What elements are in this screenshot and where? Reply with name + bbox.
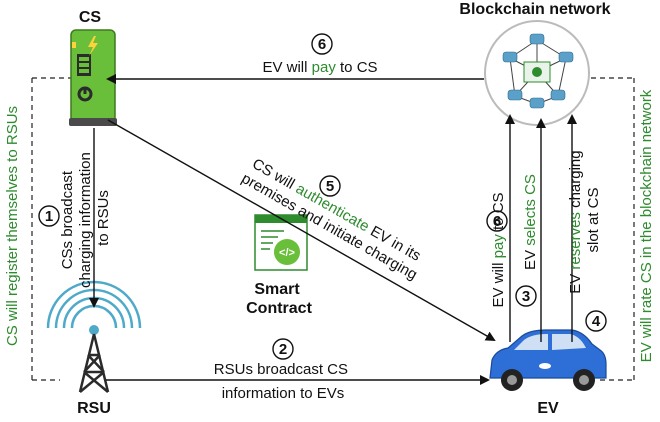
step-3-label: EV selects CS bbox=[522, 174, 539, 270]
side-label-right: EV will rate CS in the blockchain networ… bbox=[638, 89, 655, 362]
charging-station-icon bbox=[69, 29, 117, 126]
step-5-badge: 5 bbox=[319, 175, 341, 197]
step-2-label: RSUs broadcast CS information to EVs bbox=[214, 361, 352, 402]
ev-title: EV bbox=[537, 400, 559, 417]
svg-text:2: 2 bbox=[279, 341, 287, 358]
step-3-badge: 3 bbox=[515, 285, 537, 307]
step-6-side-label: EV will pay to CS bbox=[490, 192, 507, 307]
step-1-label: CSs broadcast charging information to RS… bbox=[59, 148, 112, 288]
svg-text:4: 4 bbox=[592, 313, 601, 330]
step-1-badge: 1 bbox=[38, 205, 60, 227]
cs-title: CS bbox=[79, 9, 102, 26]
svg-text:5: 5 bbox=[326, 178, 334, 195]
side-label-left: CS will register themselves to RSUs bbox=[4, 106, 21, 346]
svg-text:6: 6 bbox=[493, 213, 501, 230]
ev-car-icon bbox=[489, 329, 607, 391]
svg-text:1: 1 bbox=[45, 208, 53, 225]
svg-text:6: 6 bbox=[318, 36, 326, 53]
smart-contract-icon: </> bbox=[254, 214, 308, 271]
svg-text:</>: </> bbox=[279, 247, 295, 259]
rsu-title: RSU bbox=[77, 400, 111, 417]
step-2-badge: 2 bbox=[272, 338, 294, 360]
svg-text:3: 3 bbox=[522, 288, 530, 305]
blockchain-title: Blockchain network bbox=[459, 1, 610, 18]
step-6-top-label: EV will pay to CS bbox=[262, 59, 377, 76]
smart-contract-label-1: Smart bbox=[254, 281, 300, 298]
arrow-step-5 bbox=[107, 119, 496, 341]
step-6-top-badge: 6 bbox=[311, 33, 333, 55]
step-6-side-badge: 6 bbox=[486, 210, 508, 232]
dashed-frame-left bbox=[31, 77, 72, 381]
blockchain-network-icon bbox=[484, 20, 590, 126]
step-4-label: EV reserves charging slot at CS bbox=[567, 146, 602, 294]
dashed-frame-right bbox=[582, 77, 635, 381]
step-4-badge: 4 bbox=[585, 310, 607, 332]
smart-contract-label-2: Contract bbox=[246, 300, 312, 317]
